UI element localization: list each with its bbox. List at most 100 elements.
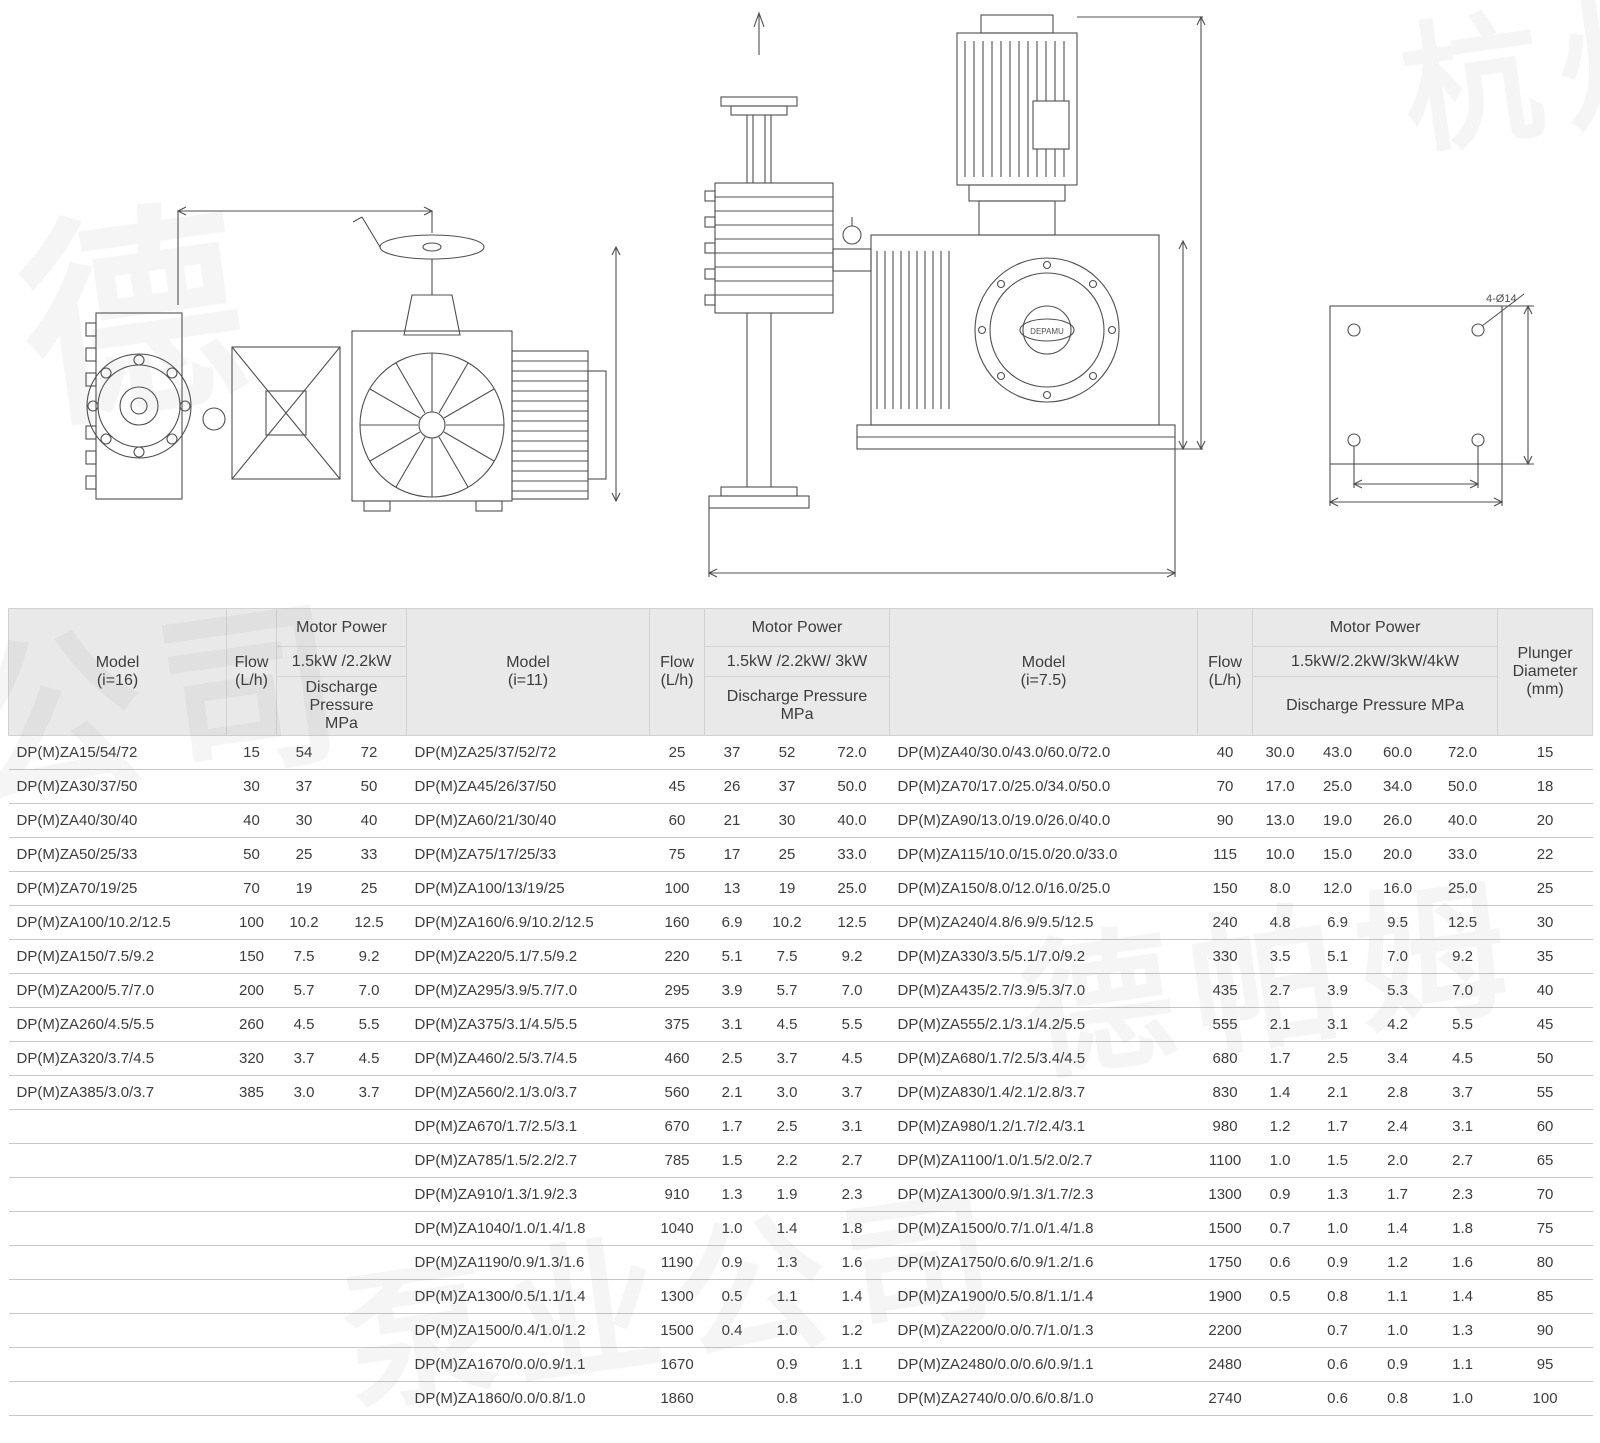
pressure-cell: 7.0 [814, 973, 890, 1008]
pressure-cell: 9.2 [814, 939, 890, 974]
model-cell: DP(M)ZA70/19/25 [8, 871, 227, 906]
pressure-cell: 2.2 [759, 1143, 815, 1178]
pressure-cell [1252, 1313, 1308, 1348]
model-cell: DP(M)ZA1670/0.0/0.9/1.1 [406, 1347, 650, 1382]
model-cell [8, 1279, 227, 1314]
pressure-cell: 19 [759, 871, 815, 906]
pressure-cell: 2.1 [1307, 1075, 1368, 1110]
header-discharge-pressure-1: Discharge Pressure MPa [275, 676, 408, 736]
pressure-cell: 6.9 [704, 905, 760, 940]
model-cell [8, 1347, 227, 1382]
flow-cell: 330 [1197, 939, 1253, 974]
pressure-cell: 30 [276, 803, 332, 838]
pressure-cell: 5.1 [1307, 939, 1368, 974]
pressure-cell: 4.5 [276, 1007, 332, 1042]
plunger-cell: 40 [1497, 973, 1593, 1008]
flow-label: Flow [1208, 654, 1242, 671]
pressure-cell: 1.4 [1367, 1211, 1428, 1246]
header-power-levels-3: 1.5kW/2.2kW/3kW/4kW [1252, 646, 1499, 677]
model-cell: DP(M)ZA435/2.7/3.9/5.3/7.0 [889, 973, 1198, 1008]
flow-cell [226, 1381, 277, 1416]
model-cell: DP(M)ZA60/21/30/40 [406, 803, 650, 838]
pressure-cell: 3.5 [1252, 939, 1308, 974]
flow-cell: 1900 [1197, 1279, 1253, 1314]
pressure-cell: 40.0 [1427, 803, 1498, 838]
pressure-cell [276, 1109, 332, 1144]
pressure-cell: 4.5 [759, 1007, 815, 1042]
pressure-cell: 3.1 [1427, 1109, 1498, 1144]
pressure-cell: 0.7 [1307, 1313, 1368, 1348]
model-cell: DP(M)ZA560/2.1/3.0/3.7 [406, 1075, 650, 1110]
pressure-cell: 2.7 [1427, 1143, 1498, 1178]
plunger-cell: 95 [1497, 1347, 1593, 1382]
model-cell: DP(M)ZA785/1.5/2.2/2.7 [406, 1143, 650, 1178]
flow-cell: 100 [649, 871, 705, 906]
pressure-cell: 1.1 [759, 1279, 815, 1314]
model-cell: DP(M)ZA1100/1.0/1.5/2.0/2.7 [889, 1143, 1198, 1178]
plunger-unit: (mm) [1526, 681, 1564, 698]
pressure-cell: 4.5 [1427, 1041, 1498, 1076]
pressure-cell: 17.0 [1252, 769, 1308, 804]
plunger-cell: 35 [1497, 939, 1593, 974]
flow-cell: 435 [1197, 973, 1253, 1008]
pressure-cell: 3.9 [1307, 973, 1368, 1008]
pressure-cell: 0.9 [759, 1347, 815, 1382]
pressure-cell: 37 [704, 735, 760, 770]
pressure-cell: 7.5 [276, 939, 332, 974]
ratio-label: (i=7.5) [1020, 672, 1067, 689]
pressure-cell: 1.0 [1307, 1211, 1368, 1246]
pressure-cell: 33.0 [814, 837, 890, 872]
plunger-cell: 25 [1497, 871, 1593, 906]
pressure-cell: 15.0 [1307, 837, 1368, 872]
pressure-cell: 0.9 [1252, 1177, 1308, 1212]
pressure-cell: 1.8 [814, 1211, 890, 1246]
model-cell [8, 1109, 227, 1144]
plunger-cell: 30 [1497, 905, 1593, 940]
model-label: Model [95, 654, 140, 671]
pressure-cell: 4.2 [1367, 1007, 1428, 1042]
model-cell [8, 1211, 227, 1246]
model-cell: DP(M)ZA680/1.7/2.5/3.4/4.5 [889, 1041, 1198, 1076]
model-cell: DP(M)ZA150/7.5/9.2 [8, 939, 227, 974]
ratio-label: (i=16) [96, 672, 139, 689]
flow-cell: 70 [226, 871, 277, 906]
header-power-levels-1: 1.5kW /2.2kW [275, 646, 408, 677]
pressure-cell: 0.7 [1252, 1211, 1308, 1246]
flow-cell: 295 [649, 973, 705, 1008]
flow-cell: 680 [1197, 1041, 1253, 1076]
pressure-cell [331, 1177, 407, 1212]
flow-cell: 910 [649, 1177, 705, 1212]
pressure-cell: 40.0 [814, 803, 890, 838]
model-cell: DP(M)ZA295/3.9/5.7/7.0 [406, 973, 650, 1008]
model-label: Model [1021, 654, 1066, 671]
plunger-cell: 45 [1497, 1007, 1593, 1042]
pressure-cell: 5.5 [331, 1007, 407, 1042]
pressure-cell: 2.3 [1427, 1177, 1498, 1212]
model-cell: DP(M)ZA100/13/19/25 [406, 871, 650, 906]
flow-cell: 40 [226, 803, 277, 838]
flow-unit: (L/h) [660, 672, 694, 689]
model-cell: DP(M)ZA25/37/52/72 [406, 735, 650, 770]
model-cell: DP(M)ZA1900/0.5/0.8/1.1/1.4 [889, 1279, 1198, 1314]
flow-cell: 1040 [649, 1211, 705, 1246]
pressure-cell: 1.5 [1307, 1143, 1368, 1178]
model-cell: DP(M)ZA150/8.0/12.0/16.0/25.0 [889, 871, 1198, 906]
pressure-cell: 9.2 [1427, 939, 1498, 974]
pressure-cell [331, 1143, 407, 1178]
pressure-cell: 2.5 [759, 1109, 815, 1144]
flow-cell: 220 [649, 939, 705, 974]
flow-cell: 830 [1197, 1075, 1253, 1110]
model-cell: DP(M)ZA1190/0.9/1.3/1.6 [406, 1245, 650, 1280]
flow-cell: 1670 [649, 1347, 705, 1382]
flow-cell: 1750 [1197, 1245, 1253, 1280]
pressure-cell: 13.0 [1252, 803, 1308, 838]
model-cell: DP(M)ZA70/17.0/25.0/34.0/50.0 [889, 769, 1198, 804]
pressure-cell: 33 [331, 837, 407, 872]
model-cell: DP(M)ZA240/4.8/6.9/9.5/12.5 [889, 905, 1198, 940]
pressure-cell: 1.2 [814, 1313, 890, 1348]
flow-cell [226, 1177, 277, 1212]
